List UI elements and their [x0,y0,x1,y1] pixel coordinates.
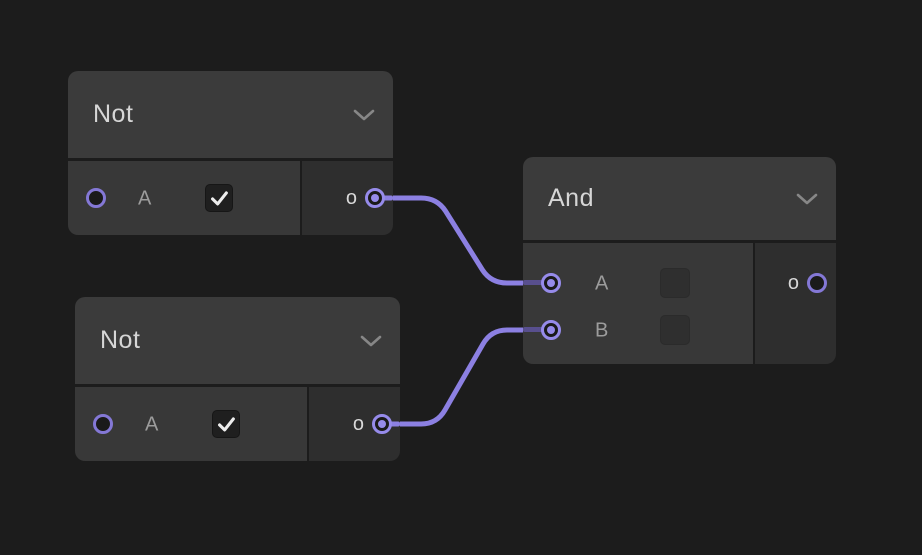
output-section: o [755,243,836,364]
chevron-down-icon[interactable] [358,334,384,348]
input-label: B [595,319,609,342]
inputs-section: A [75,387,307,461]
output-label: o [787,272,799,294]
checkbox-a[interactable] [212,410,240,438]
output-section: o [302,161,393,235]
checkbox-a[interactable] [205,184,233,212]
inputs-section: A B [523,243,753,364]
checkbox-a[interactable] [660,268,690,298]
output-port-o[interactable] [807,273,827,293]
wire-stub [523,327,552,332]
input-port-a[interactable] [86,188,106,208]
input-label: A [145,413,159,436]
inputs-section: A [68,161,300,235]
checkmark-icon [211,191,228,206]
node-body: A B o [523,243,836,364]
output-section: o [309,387,400,461]
input-label: A [138,187,152,210]
input-port-a[interactable] [93,414,113,434]
node-not-1[interactable]: Not A o [68,71,393,235]
wire-stub [523,280,552,285]
output-label: o [345,187,357,209]
node-title: Not [93,100,134,128]
input-label: A [595,272,609,295]
node-header[interactable]: Not [68,71,393,158]
checkmark-icon [218,417,235,432]
chevron-down-icon[interactable] [794,192,820,206]
node-body: A o [75,387,400,461]
node-header[interactable]: And [523,157,836,240]
wire-not2-to-and-b[interactable] [397,327,527,427]
node-not-2[interactable]: Not A o [75,297,400,461]
wire-not1-to-and-a[interactable] [390,195,527,286]
node-title: And [548,184,594,212]
output-port-o[interactable] [365,188,385,208]
output-port-o[interactable] [372,414,392,434]
node-body: A o [68,161,393,235]
node-title: Not [100,326,141,354]
checkbox-b[interactable] [660,315,690,345]
node-and[interactable]: And A B o [523,157,836,364]
input-port-a[interactable] [541,273,561,293]
output-label: o [352,413,364,435]
chevron-down-icon[interactable] [351,108,377,122]
input-port-b[interactable] [541,320,561,340]
node-header[interactable]: Not [75,297,400,384]
